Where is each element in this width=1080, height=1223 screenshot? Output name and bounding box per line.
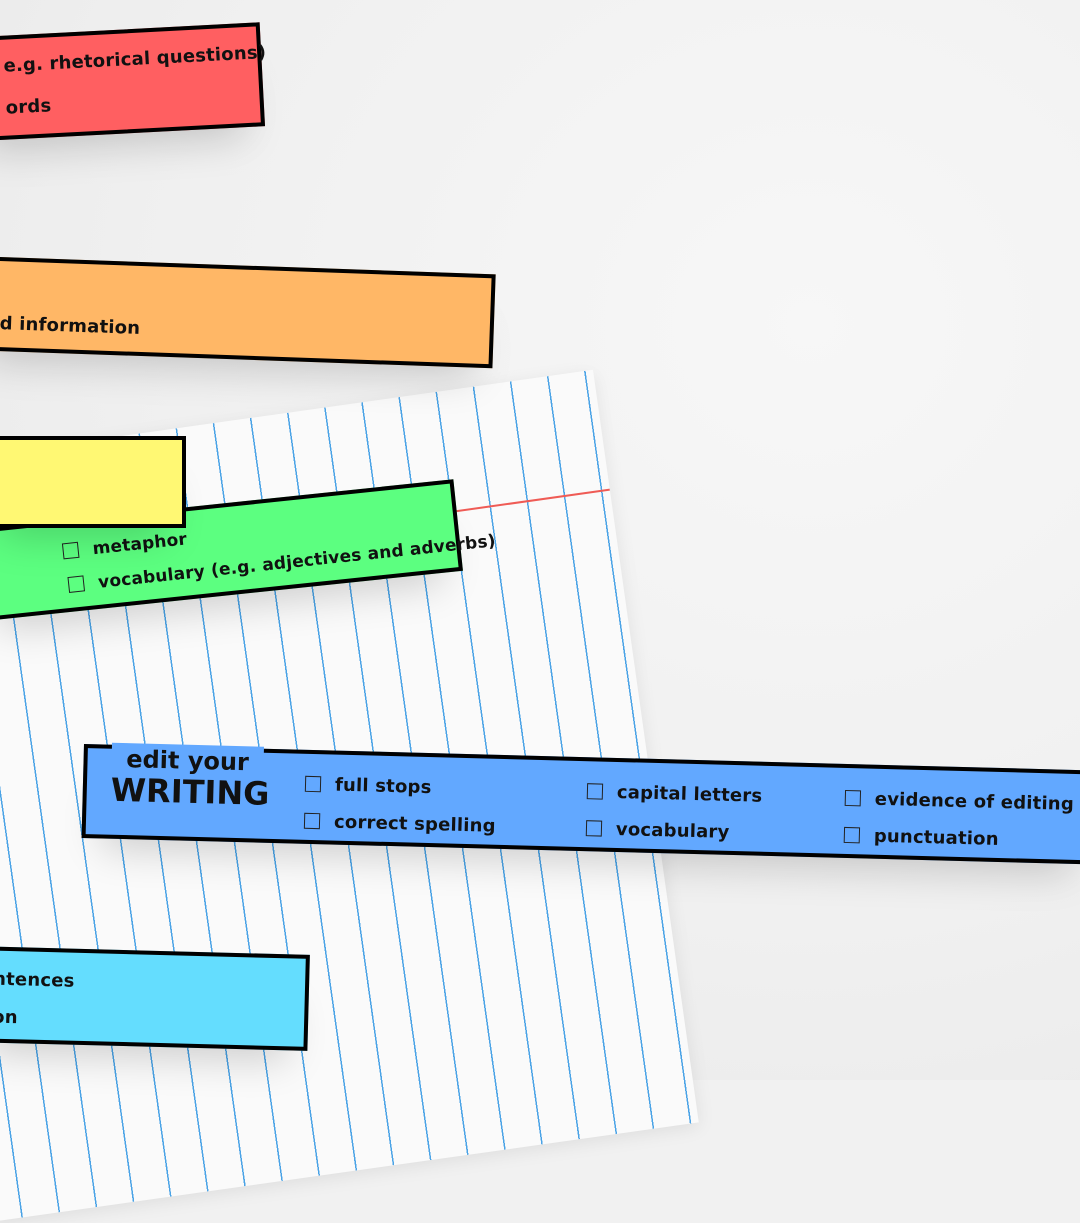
red-checklist-card: e.g. rhetorical questions) ords <box>0 22 267 142</box>
checklist-item-vocabulary[interactable]: vocabulary <box>585 818 730 843</box>
checklist-item-capital-letters[interactable]: capital letters <box>586 781 763 807</box>
orange-checklist-card: d information <box>0 256 496 369</box>
checkbox[interactable] <box>844 789 862 807</box>
checkbox[interactable] <box>304 775 322 793</box>
checklist-item-label: vocabulary <box>615 818 730 843</box>
red-card-line-2: ords <box>5 95 52 119</box>
checklist-item-label: capital letters <box>616 781 763 807</box>
cyan-checklist-card: ntences on <box>0 946 310 1051</box>
checklist-item-label: full stops <box>334 774 432 799</box>
checkbox[interactable] <box>586 783 604 800</box>
yellow-checklist-card <box>0 436 186 528</box>
checkbox[interactable] <box>67 575 86 593</box>
checklist-item-full-stops[interactable]: full stops <box>304 774 432 799</box>
checkbox[interactable] <box>585 820 603 837</box>
checklist-item-evidence-of-editing[interactable]: evidence of editing <box>844 788 1075 815</box>
red-card-line-1: e.g. rhetorical questions) <box>2 42 267 77</box>
checklist-item-label: punctuation <box>873 825 999 850</box>
checklist-item-correct-spelling[interactable]: correct spelling <box>303 811 497 837</box>
checklist-item-punctuation[interactable]: punctuation <box>843 825 999 850</box>
card-title: edit your WRITING <box>110 742 270 825</box>
checkbox[interactable] <box>843 826 861 844</box>
checkbox[interactable] <box>61 541 80 560</box>
checklist-item-label: correct spelling <box>333 811 497 837</box>
green-card-item-metaphor[interactable]: metaphor <box>61 529 188 562</box>
green-card-item-label: metaphor <box>91 529 188 560</box>
cyan-card-line-1: ntences <box>0 968 75 992</box>
cyan-card-line-2: on <box>0 1006 19 1029</box>
card-title-big: WRITING <box>110 770 270 813</box>
checklist-item-label: evidence of editing <box>874 788 1075 815</box>
checkbox[interactable] <box>303 812 321 830</box>
orange-card-line-1: d information <box>0 313 141 339</box>
